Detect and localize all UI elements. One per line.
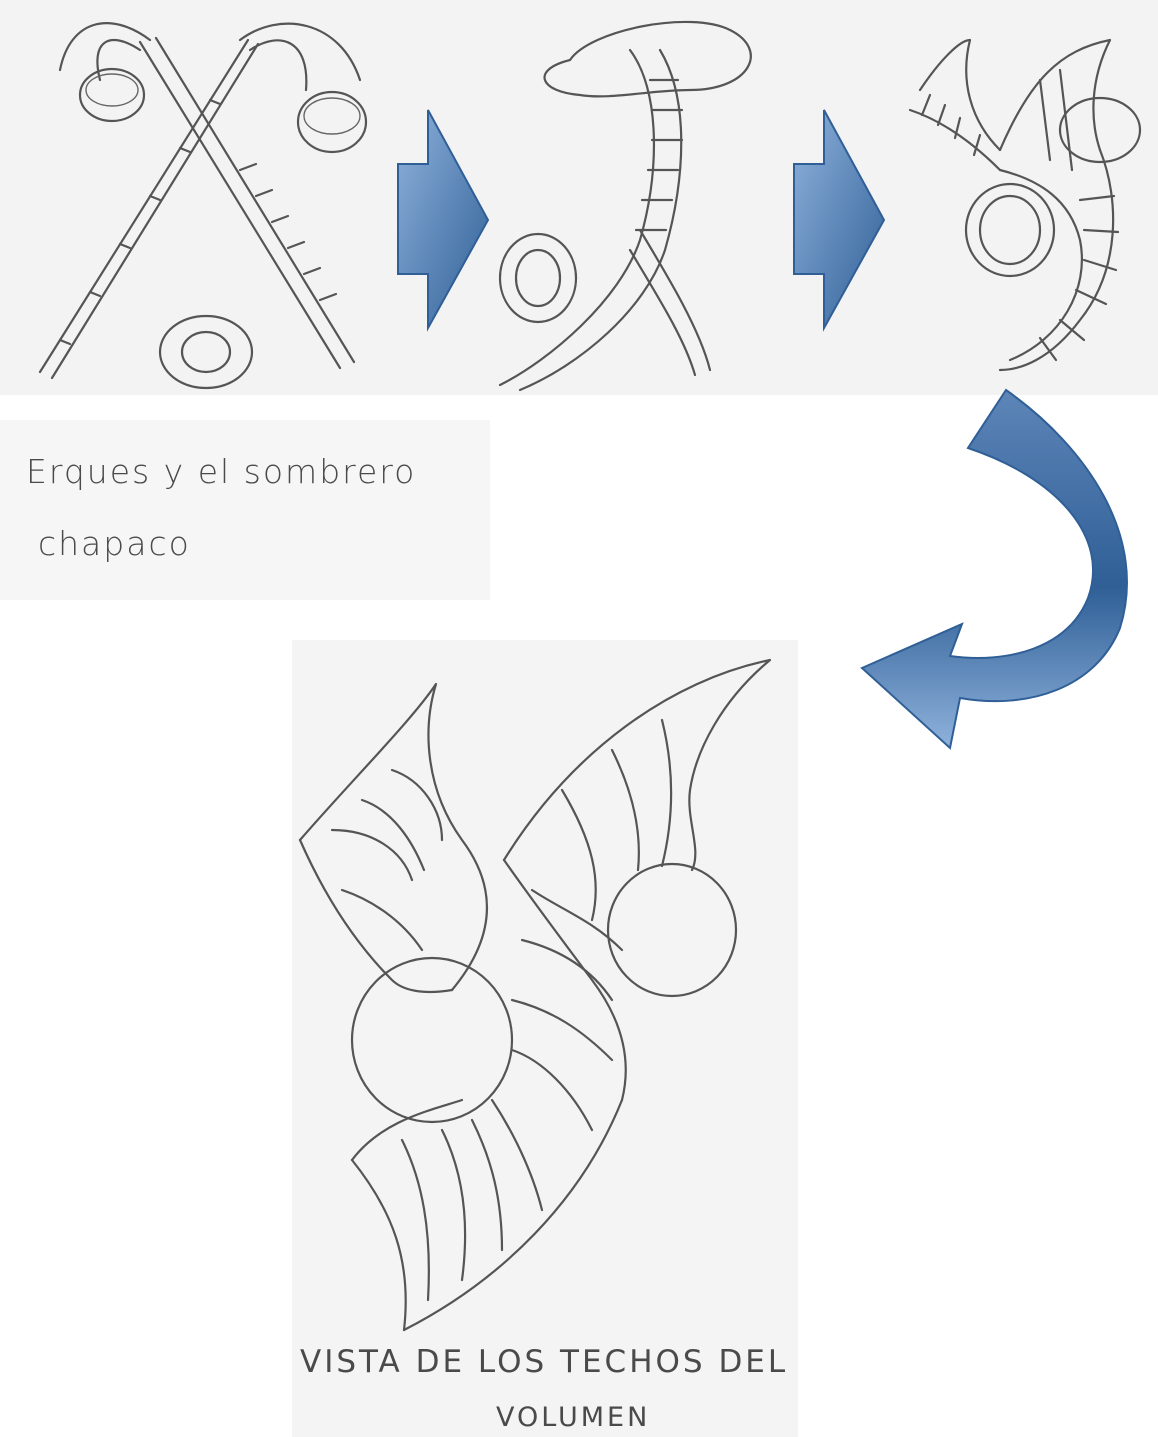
sketch-transition-2 (490, 0, 790, 400)
caption-roof-view-line-1: VISTA DE LOS TECHOS DEL (300, 1344, 788, 1380)
caption-roof-view-line-2: VOLUMEN (496, 1402, 650, 1433)
caption-paper (0, 420, 490, 600)
roof-plan-sketch (292, 640, 798, 1340)
curved-down-arrow (858, 388, 1148, 770)
sketch-transition-3 (900, 0, 1158, 400)
right-arrow-2 (792, 108, 886, 332)
right-arrow-1 (396, 108, 490, 332)
sketch-erques-sombrero (0, 0, 390, 400)
caption-erques-line-2: chapaco (38, 524, 191, 563)
caption-erques-line-1: Erques y el sombrero (26, 452, 416, 491)
